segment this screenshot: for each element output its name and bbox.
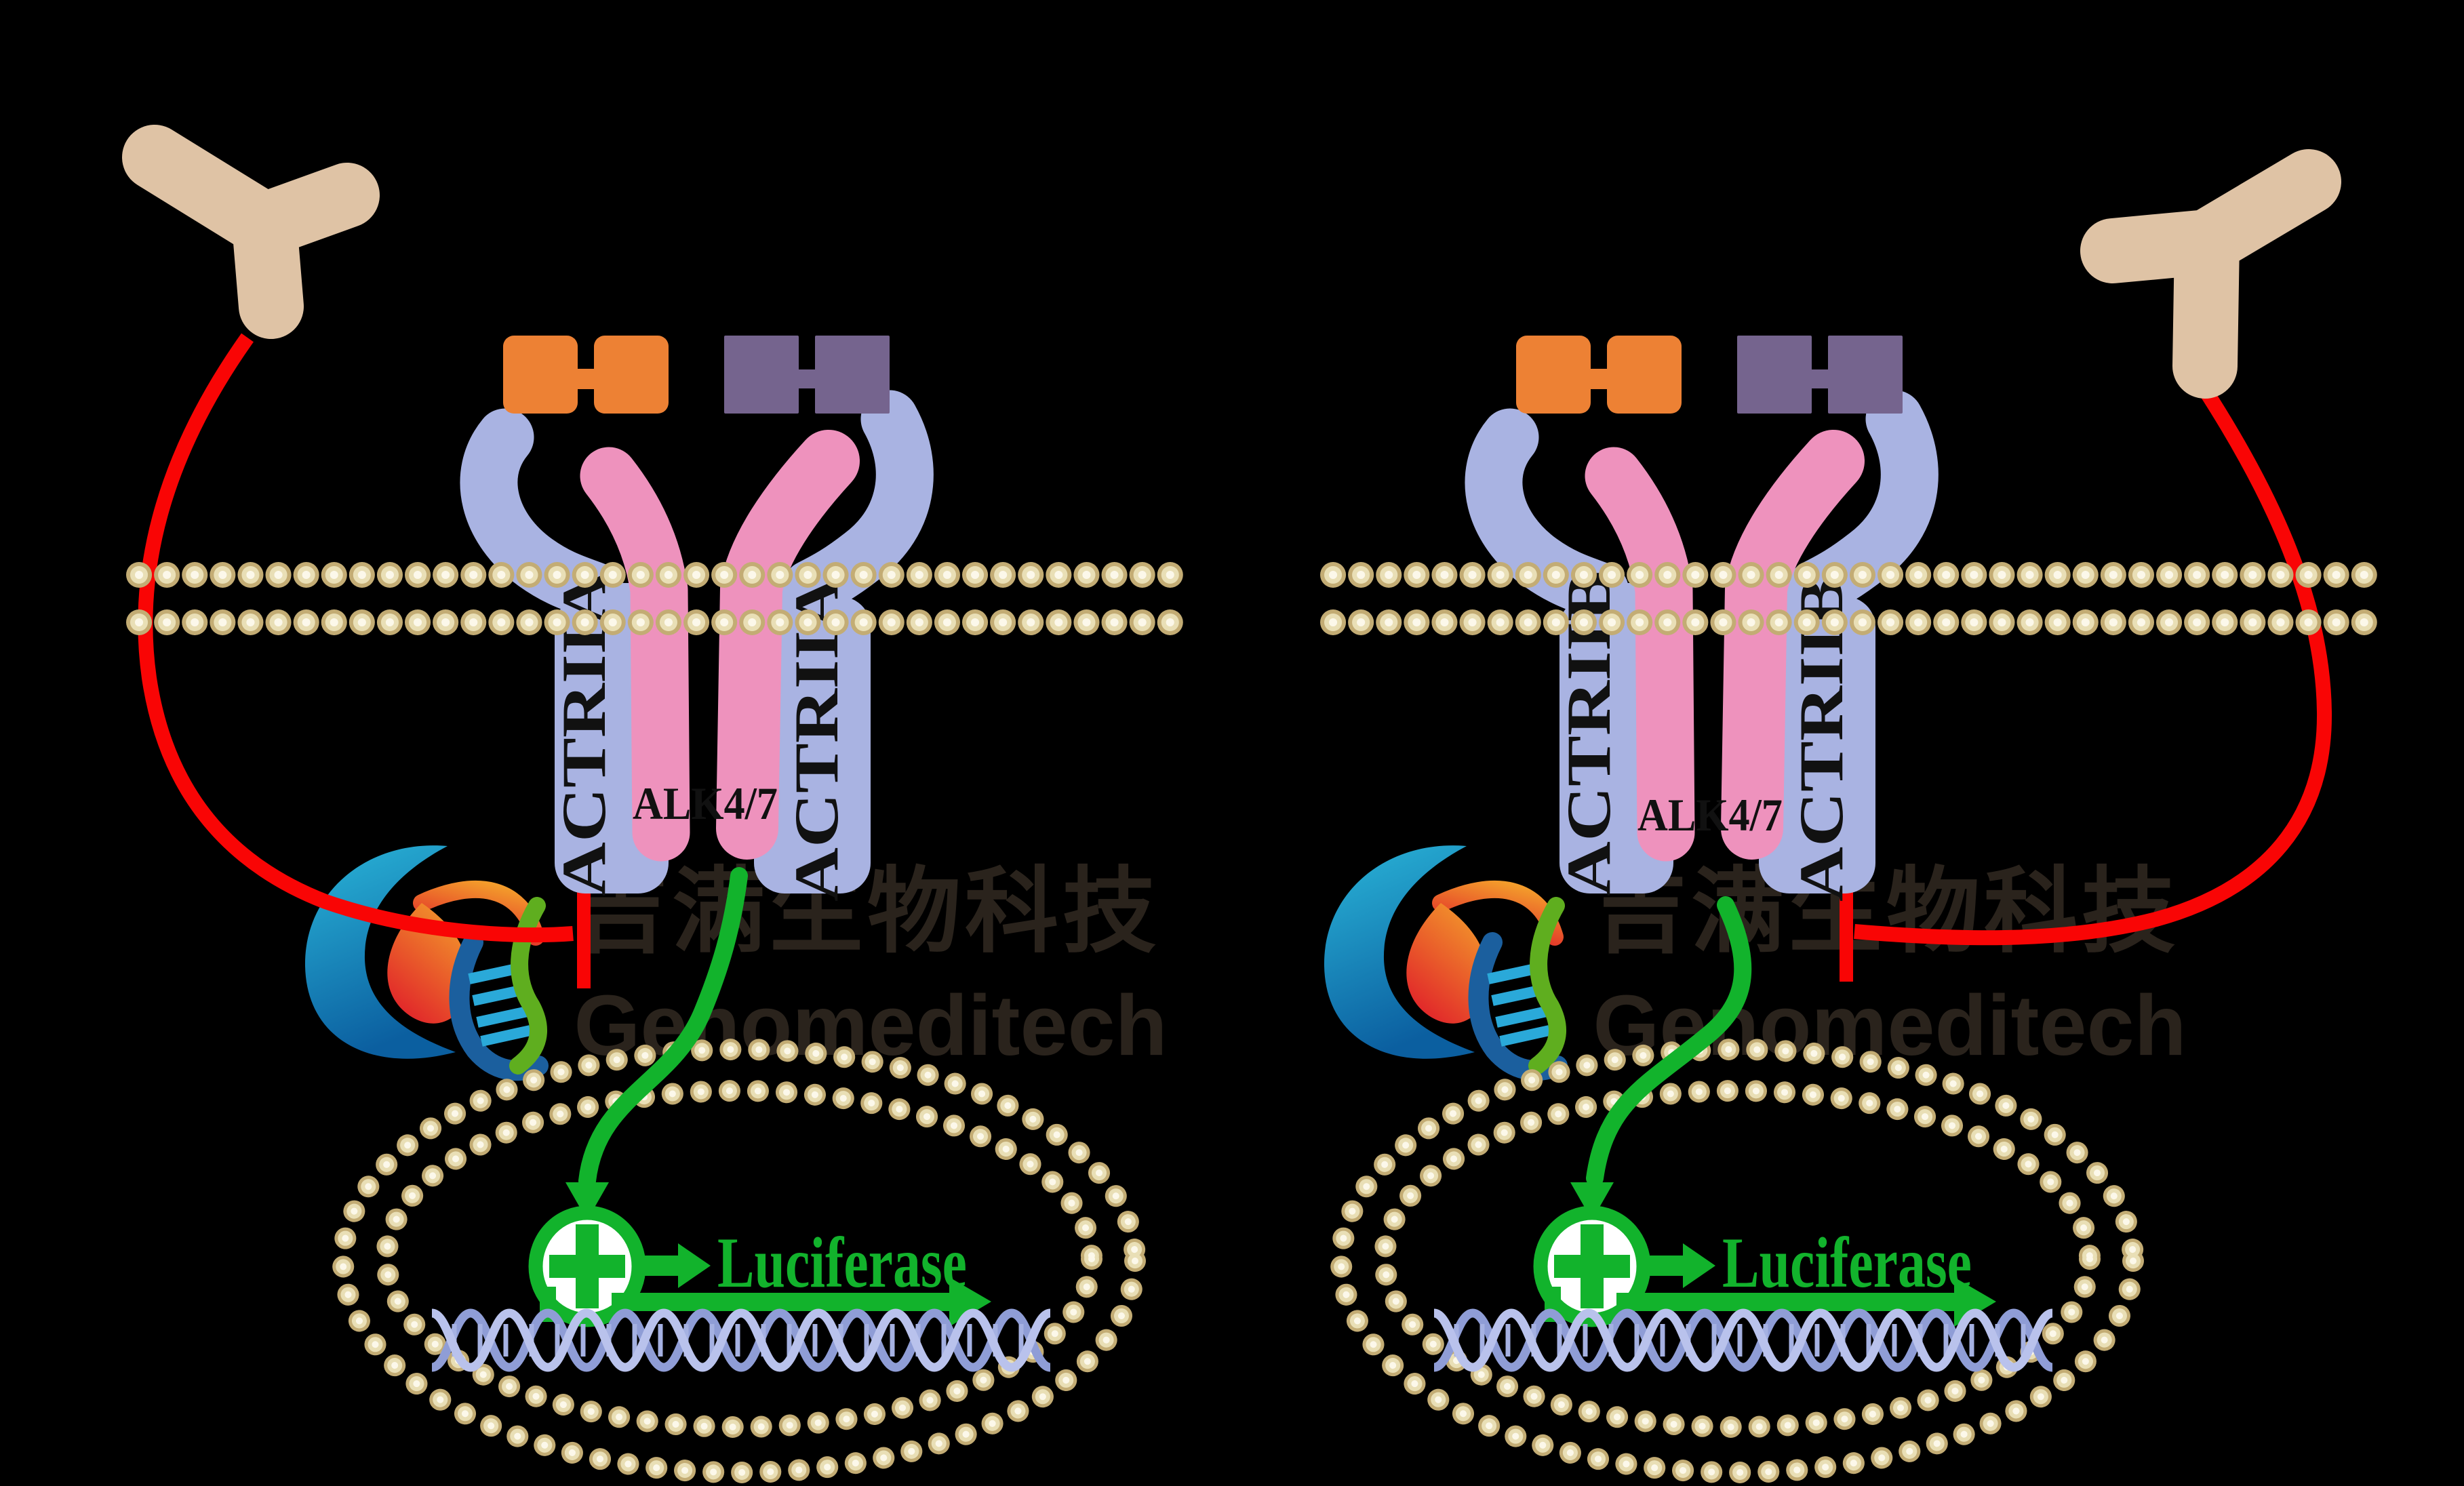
activation-arrow-icon-left — [578, 867, 748, 1190]
inhibition-tbar-icon-right — [1840, 883, 1853, 982]
activation-arrow-icon-right — [1586, 896, 1752, 1187]
watermark-cn-right: 吉满生物科技 — [1593, 860, 2179, 964]
reporter-gene-label-right: Luciferase — [1722, 1223, 1972, 1302]
inhibition-line-right — [1854, 384, 2332, 946]
inhibition-line-left — [138, 333, 574, 943]
antibody-icon-left — [122, 125, 380, 339]
reporter-gene-label-left: Luciferase — [717, 1223, 967, 1302]
coreceptor-label-right: ALK4/7 — [1637, 789, 1783, 841]
antibody-icon-right — [2080, 149, 2341, 399]
coreceptor-label-left: ALK4/7 — [633, 778, 778, 829]
inhibition-tbar-icon-left — [577, 880, 591, 988]
